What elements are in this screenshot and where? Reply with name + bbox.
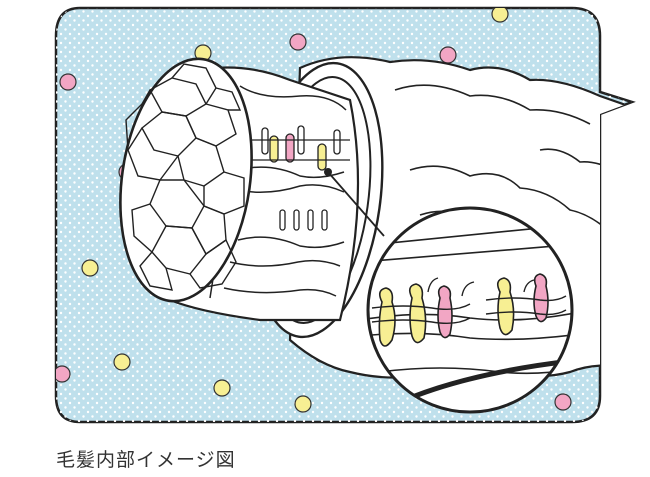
magnifier-circle — [366, 206, 574, 414]
magnifier-pointer — [324, 168, 385, 237]
hair-cross-section — [119, 57, 253, 303]
diagram-caption: 毛髪内部イメージ図 — [56, 449, 236, 471]
